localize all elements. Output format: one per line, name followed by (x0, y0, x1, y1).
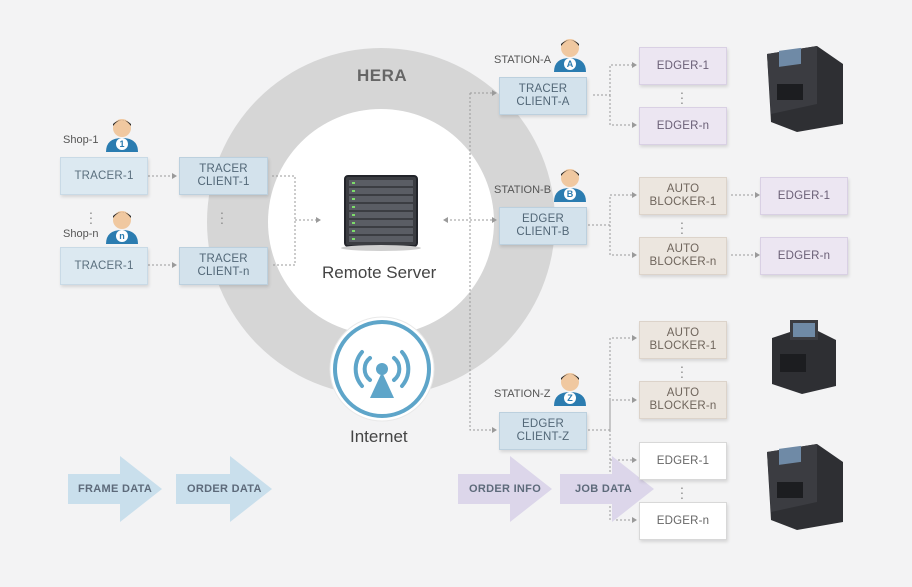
station-b-edger-n: EDGER-n (760, 237, 848, 275)
station-a-edger-1: EDGER-1 (639, 47, 727, 85)
person-badge: Z (567, 393, 573, 403)
edger-machine-icon (767, 46, 843, 132)
edger-machine-icon (767, 444, 843, 530)
station-b-label: STATION-B (494, 184, 552, 196)
person-icon (554, 373, 586, 406)
server-rack-icon (341, 175, 421, 251)
tracer-client-1: TRACER CLIENT-1 (179, 157, 268, 195)
person-badge: B (566, 189, 574, 199)
person-badge: A (566, 59, 574, 69)
station-b-auto-blocker-n: AUTO BLOCKER-n (639, 237, 727, 275)
server-label: Remote Server (322, 263, 437, 282)
order-info-label: ORDER INFO (469, 483, 542, 495)
tracer-1-bottom: TRACER-1 (60, 247, 148, 285)
person-badge: n (119, 231, 125, 241)
station-z-auto-blocker-n: AUTO BLOCKER-n (639, 381, 727, 419)
vertical-dots: ··· (679, 214, 685, 240)
edger-client-z: EDGER CLIENT-Z (499, 412, 587, 450)
station-z-edger-1: EDGER-1 (639, 442, 727, 480)
person-icon (106, 211, 138, 244)
person-icon (554, 39, 586, 72)
tracer-client-n: TRACER CLIENT-n (179, 247, 268, 285)
person-icon (106, 119, 138, 152)
order-data-arrow (176, 456, 272, 522)
job-data-label: JOB DATA (575, 483, 632, 495)
station-a-edger-n: EDGER-n (639, 107, 727, 145)
station-b-auto-blocker-1: AUTO BLOCKER-1 (639, 177, 727, 215)
vertical-dots: ··· (679, 358, 685, 384)
shop-1-label: Shop-1 (63, 134, 99, 146)
station-z-auto-blocker-1: AUTO BLOCKER-1 (639, 321, 727, 359)
station-b-edger-1: EDGER-1 (760, 177, 848, 215)
person-badge: 1 (119, 139, 125, 149)
tracer-1-top: TRACER-1 (60, 157, 148, 195)
job-data-arrow (560, 456, 654, 522)
vertical-dots: ··· (679, 84, 685, 110)
frame-data-arrow (68, 456, 162, 522)
edger-machine-icon (772, 320, 836, 394)
tracer-client-a: TRACER CLIENT-A (499, 77, 587, 115)
shop-n-label: Shop-n (63, 228, 99, 240)
station-z-edger-n: EDGER-n (639, 502, 727, 540)
legend-arrows (68, 456, 654, 522)
vertical-dots: ··· (219, 204, 225, 230)
person-icon (554, 169, 586, 202)
vertical-dots: ··· (88, 204, 94, 230)
order-info-arrow (458, 456, 552, 522)
internet-label: Internet (350, 427, 408, 446)
connectors (148, 64, 755, 521)
vertical-dots: ··· (679, 479, 685, 505)
edger-client-b: EDGER CLIENT-B (499, 207, 587, 245)
station-z-label: STATION-Z (494, 388, 551, 400)
arrowheads (172, 62, 760, 523)
station-a-label: STATION-A (494, 54, 552, 66)
order-data-label: ORDER DATA (187, 483, 262, 495)
internet-icon (329, 316, 435, 422)
frame-data-label: FRAME DATA (78, 483, 153, 495)
hera-label: HERA (357, 66, 408, 85)
